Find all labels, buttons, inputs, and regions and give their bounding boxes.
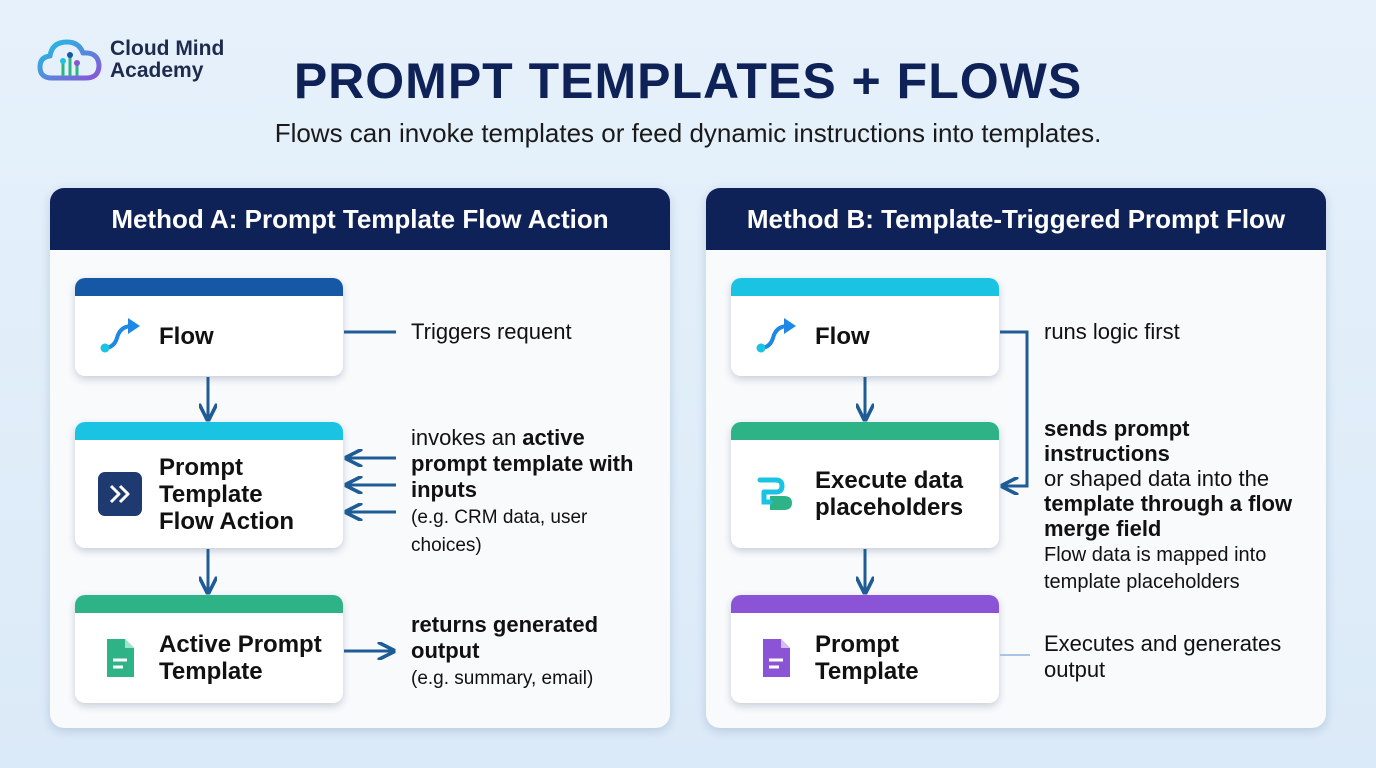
note-b-executes: Executes and generates output xyxy=(1044,631,1282,682)
method-a-flow-action-card: Prompt Template Flow Action xyxy=(75,422,343,548)
note-a-invokes: invokes an active prompt template with i… xyxy=(411,425,661,559)
data-swap-icon xyxy=(757,477,792,510)
note-a-invokes-pre: invokes an xyxy=(411,425,523,450)
note-b-mapped: Flow data is mapped into template placeh… xyxy=(1044,544,1267,593)
note-a-returns: returns generated output (e.g. summary, … xyxy=(411,612,631,692)
method-b-header: Method B: Template-Triggered Prompt Flow xyxy=(706,188,1326,250)
note-b-runs: runs logic first xyxy=(1044,319,1180,344)
document-icon xyxy=(107,639,134,677)
cloud-circuit-icon xyxy=(37,39,102,81)
method-a-flow-card: Flow xyxy=(75,278,343,376)
note-b-sends: sends prompt instructions or shaped data… xyxy=(1044,416,1316,595)
brand-line-2: Academy xyxy=(110,59,204,82)
note-b-sends-plain: or shaped data into the xyxy=(1044,466,1270,491)
method-b-flow-card: Flow xyxy=(731,278,999,376)
flow-arrow-icon xyxy=(100,318,140,353)
card-label: Execute data placeholders xyxy=(815,467,964,521)
method-a-active-template-card: Active Prompt Template xyxy=(75,595,343,703)
card-label: Prompt Template Flow Action xyxy=(159,453,295,535)
note-a-triggers: Triggers requent xyxy=(411,319,572,344)
note-a-invokes-bold-2: prompt template with inputs xyxy=(411,451,634,502)
note-a-returns-small: (e.g. summary, email) xyxy=(411,668,594,689)
page-title: PROMPT TEMPLATES + FLOWS xyxy=(293,53,1083,109)
note-a-invokes-bold-1: active xyxy=(522,425,585,450)
double-chevron-icon xyxy=(98,472,142,516)
note-a-returns-bold: returns generated output xyxy=(411,612,599,663)
card-label: Flow xyxy=(159,322,214,350)
brand-logo: Cloud Mind Academy xyxy=(36,34,224,86)
page-subtitle: Flows can invoke templates or feed dynam… xyxy=(274,118,1102,148)
note-b-sends-bold-2: template through a flow merge field xyxy=(1044,491,1293,541)
note-a-invokes-small: (e.g. CRM data, user choices) xyxy=(411,507,588,556)
card-label: Flow xyxy=(815,322,870,350)
card-label: Prompt Template xyxy=(815,631,919,685)
flow-arrow-icon xyxy=(756,318,796,353)
card-label: Active Prompt Template xyxy=(159,631,322,685)
method-a-header: Method A: Prompt Template Flow Action xyxy=(50,188,670,250)
note-b-sends-bold: sends prompt instructions xyxy=(1044,416,1190,466)
brand-line-1: Cloud Mind xyxy=(110,37,225,60)
method-b-execute-card: Execute data placeholders xyxy=(731,422,999,548)
method-b-template-card: Prompt Template xyxy=(731,595,999,703)
document-icon xyxy=(763,639,790,677)
